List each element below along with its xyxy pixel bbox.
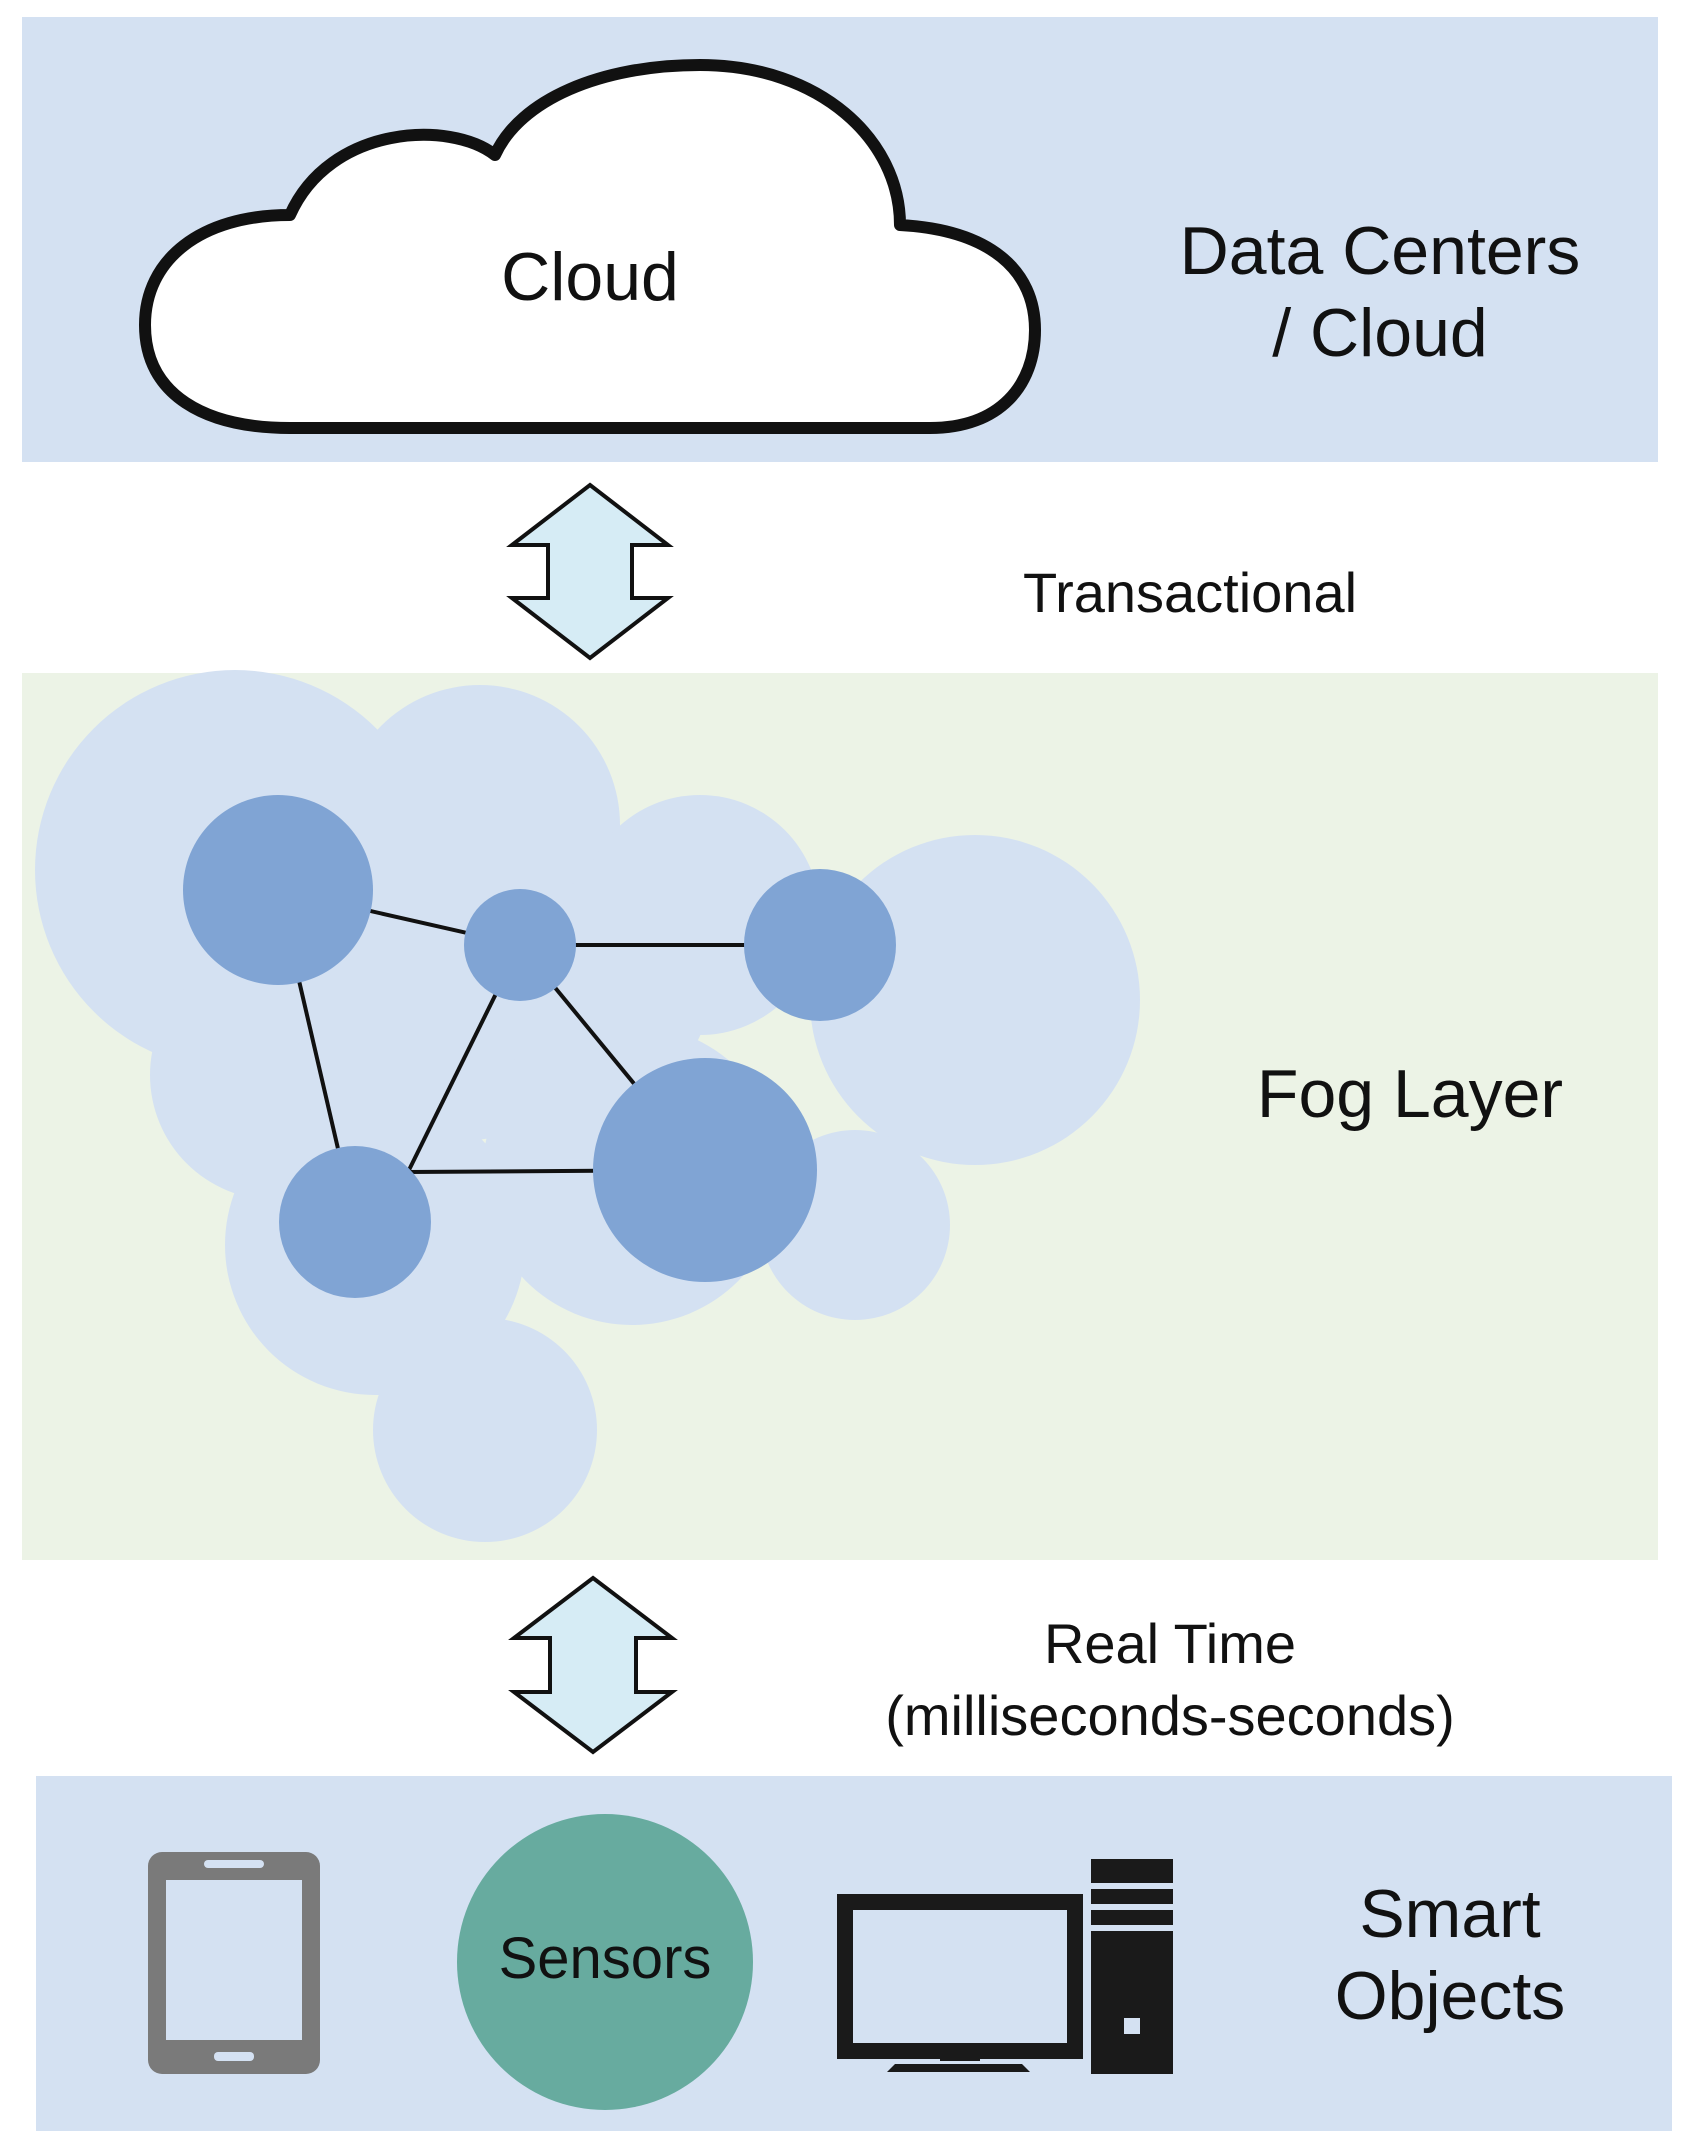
tablet-icon — [148, 1852, 320, 2074]
fog-node — [183, 795, 373, 985]
data-centers-tier-label: Data Centers / Cloud — [1110, 210, 1650, 374]
smart-objects-tier-label: Smart Objects — [1260, 1873, 1640, 2037]
fog-coverage-halos — [35, 670, 1140, 1542]
cloud-shape — [139, 59, 1041, 434]
fog-node — [593, 1058, 817, 1282]
fog-node — [279, 1146, 431, 1298]
cloud-label: Cloud — [501, 239, 679, 315]
transactional-double-arrow — [506, 482, 674, 661]
real-time-label-line1: Real Time — [1043, 1612, 1297, 1675]
sensors-label: Sensors — [498, 1926, 712, 1991]
sensors-circle — [457, 1814, 753, 2110]
fog-node — [464, 889, 576, 1001]
data-centers-label-line2: / Cloud — [1272, 295, 1488, 371]
real-time-double-arrow — [508, 1575, 678, 1755]
fog-node — [744, 869, 896, 1021]
smart-objects-label-line1: Smart — [1359, 1876, 1541, 1952]
desktop-computer-icon — [837, 1859, 1173, 2074]
transactional-label: Transactional — [1022, 561, 1358, 624]
smart-objects-label-line2: Objects — [1334, 1958, 1566, 2034]
real-time-label-line2: (milliseconds-seconds) — [885, 1684, 1455, 1747]
fog-layer-label: Fog Layer — [1256, 1056, 1564, 1132]
data-centers-label-line1: Data Centers — [1179, 213, 1581, 289]
real-time-label: Real Time (milliseconds-seconds) — [820, 1608, 1520, 1752]
